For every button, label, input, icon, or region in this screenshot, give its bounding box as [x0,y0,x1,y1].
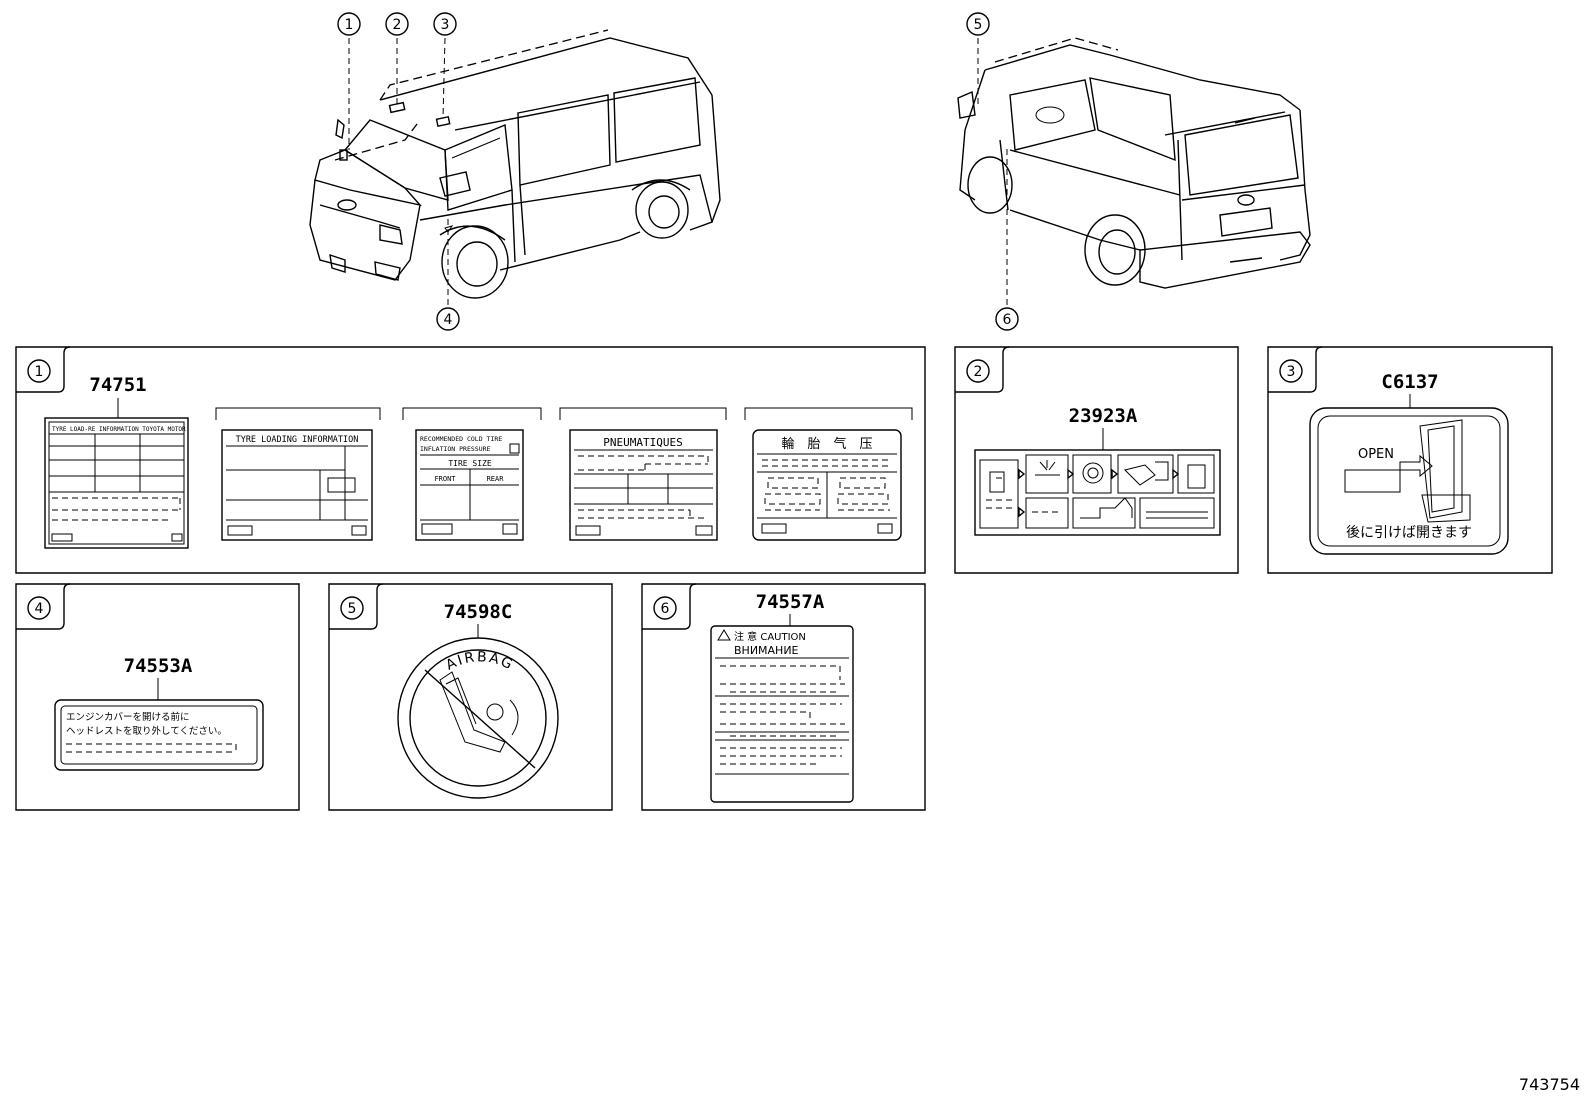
svg-text:5: 5 [974,17,983,33]
callout-2-top: 2 [385,12,409,36]
svg-text:RECOMMENDED COLD TIRE: RECOMMENDED COLD TIRE [420,435,502,443]
label-1e: 輪 胎 气 压 [744,407,913,541]
panel-3: 3 C6137 OPEN 後に引けば開きます [1267,346,1553,574]
svg-text:ヘッドレストを取り外してください。: ヘッドレストを取り外してください。 [66,725,227,737]
label-1a: TYRE LOAD-RE INFORMATION TOYOTA MOTOR [44,417,189,549]
van-rear-view [957,37,1311,305]
label-4: エンジンカバーを開ける前に ヘッドレストを取り外してください。 [54,699,264,771]
svg-text:OPEN: OPEN [1358,447,1394,462]
panel-4-number: 4 [35,601,44,617]
callout-3-top: 3 [433,12,457,36]
panel-6: 6 74557A 注 意 CAUTION ВНИМАНИЕ [641,583,926,811]
callout-1-top: 1 [337,12,361,36]
label-5: AIRBAG [397,637,559,799]
panel-6-number: 6 [661,601,670,617]
panel-1: 1 74751 TYRE LOAD-RE INFORMATION TOYOTA … [15,346,926,574]
svg-text:輪 胎 气 压: 輪 胎 气 压 [781,436,872,452]
panel-3-number: 3 [1287,364,1296,380]
svg-text:REAR: REAR [487,475,505,483]
panel-1-part-number: 74751 [89,374,146,396]
label-6: 注 意 CAUTION ВНИМАНИЕ [710,625,854,803]
svg-text:後に引けば開きます: 後に引けば開きます [1346,525,1472,541]
airbag-ring-text: AIRBAG [443,649,516,674]
svg-text:PNEUMATIQUES: PNEUMATIQUES [603,436,682,449]
panel-1-number-circle [27,359,51,383]
panel-3-part-number: C6137 [1381,371,1438,393]
svg-text:TIRE SIZE: TIRE SIZE [448,459,492,468]
label-1d: PNEUMATIQUES [559,407,727,541]
label-2 [974,449,1221,536]
svg-text:4: 4 [444,312,453,328]
panel-2: 2 23923A [954,346,1239,574]
panel-5-number: 5 [348,601,357,617]
van-front-view [309,29,721,305]
svg-text:エンジンカバーを開ける前に: エンジンカバーを開ける前に [66,711,190,723]
callout-4-top: 4 [436,307,460,331]
svg-text:2: 2 [393,17,402,33]
panel-5: 5 74598C AIRBAG [328,583,613,811]
svg-text:TYRE LOAD-RE INFORMATION TOYOT: TYRE LOAD-RE INFORMATION TOYOTA MOTOR [52,426,186,433]
panel-2-number: 2 [974,364,983,380]
panel-4: 4 74553A エンジンカバーを開ける前に ヘッドレストを取り外してください。 [15,583,300,811]
panel-4-part-number: 74553A [124,655,193,677]
svg-text:TYRE LOADING INFORMATION: TYRE LOADING INFORMATION [236,435,359,445]
panel-6-part-number: 74557A [756,591,825,613]
diagram-id: 743754 [1519,1075,1580,1094]
callout-6-top: 6 [995,307,1019,331]
svg-text:ВНИМАНИЕ: ВНИМАНИЕ [734,644,799,657]
svg-text:1: 1 [345,17,354,33]
panel-5-part-number: 74598C [444,601,513,623]
panel-1-number: 1 [35,364,44,380]
svg-text:INFLATION PRESSURE: INFLATION PRESSURE [420,445,491,453]
svg-text:FRONT: FRONT [434,475,456,483]
svg-text:6: 6 [1003,312,1012,328]
svg-text:注 意 CAUTION: 注 意 CAUTION [734,630,806,643]
label-3: OPEN 後に引けば開きます [1309,407,1509,555]
label-1b: TYRE LOADING INFORMATION [215,407,381,541]
panel-2-part-number: 23923A [1069,405,1138,427]
label-1c: RECOMMENDED COLD TIRE INFLATION PRESSURE… [402,407,542,541]
svg-text:3: 3 [441,17,450,33]
callout-5-top: 5 [966,12,990,36]
